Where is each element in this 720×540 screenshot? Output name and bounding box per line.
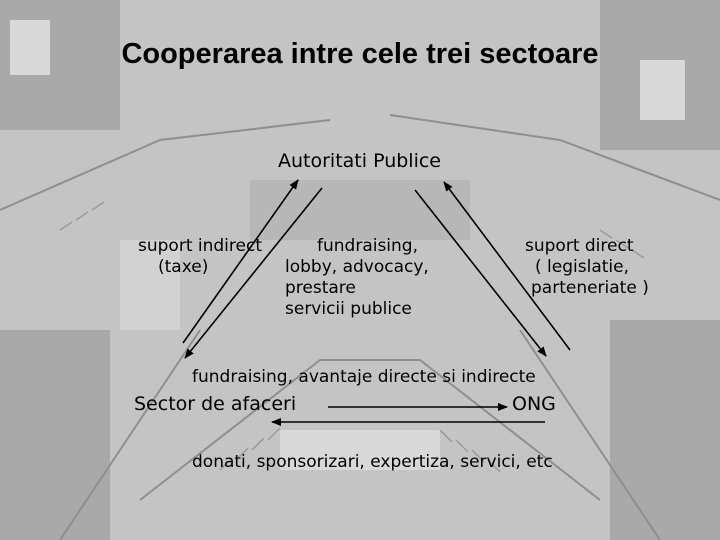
node-ong: ONG bbox=[512, 393, 556, 415]
label-line: suport direct bbox=[525, 236, 634, 256]
label-donati-sponsorizari: donati, sponsorizari, expertiza, servici… bbox=[192, 452, 553, 472]
node-sector-de-afaceri: Sector de afaceri bbox=[134, 393, 297, 415]
label-line: fundraising, bbox=[317, 236, 419, 256]
label-fundraising-avantaje: fundraising, avantaje directe si indirec… bbox=[192, 367, 536, 387]
arrow-business-to-authority bbox=[182, 179, 299, 344]
label-fundraising-lobby: fundraising, lobby, advocacy, prestare s… bbox=[285, 236, 429, 320]
label-line: servicii publice bbox=[285, 299, 412, 319]
arrow-authority-to-business bbox=[184, 187, 323, 359]
label-line: prestare bbox=[285, 278, 356, 298]
slide-title: Cooperarea intre cele trei sectoare bbox=[121, 38, 599, 70]
label-suport-direct: suport direct ( legislatie, parteneriate… bbox=[525, 236, 649, 299]
label-line: lobby, advocacy, bbox=[285, 257, 429, 277]
label-line: (taxe) bbox=[158, 257, 209, 277]
label-line: ( legislatie, bbox=[535, 257, 629, 277]
label-line: parteneriate ) bbox=[531, 278, 649, 298]
arrow-authority-to-ong bbox=[414, 189, 547, 357]
label-line: suport indirect bbox=[138, 236, 262, 256]
label-suport-indirect: suport indirect (taxe) bbox=[138, 236, 262, 278]
arrow-ong-to-authority bbox=[443, 181, 571, 351]
node-autoritati-publice: Autoritati Publice bbox=[278, 150, 441, 172]
